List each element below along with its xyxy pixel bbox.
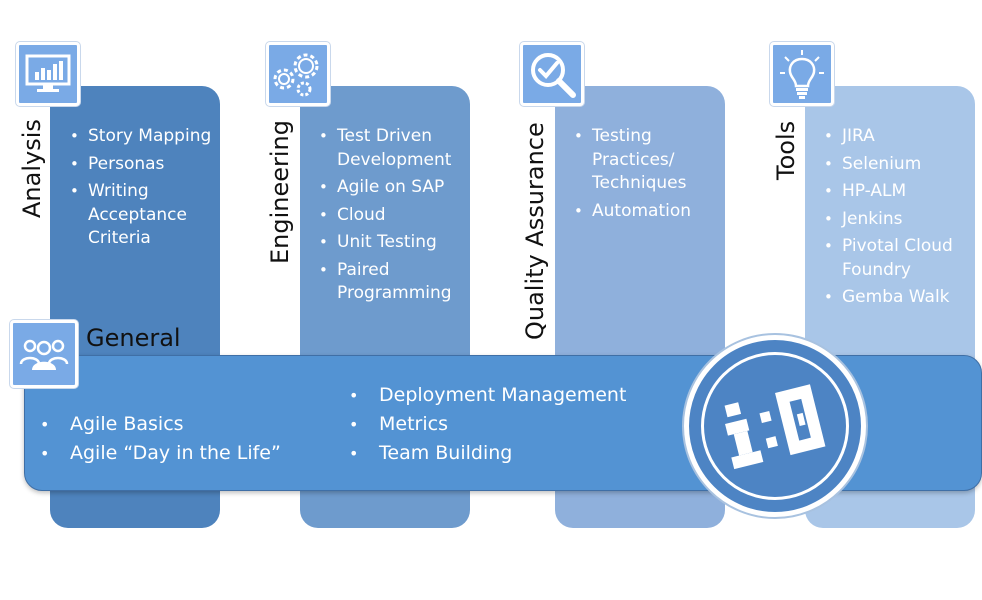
- list-item: Agile Basics: [40, 410, 281, 439]
- list-item: HP-ALM: [824, 180, 964, 204]
- list-item: Paired Programming: [319, 259, 479, 306]
- bar-chart-monitor-icon: [16, 42, 80, 106]
- list-item: Personas: [70, 153, 215, 177]
- list-item: Testing Practices/ Techniques: [574, 125, 714, 196]
- list-item: Deployment Management: [349, 381, 626, 410]
- people-group-icon: [10, 320, 78, 388]
- general-right-list: Deployment Management Metrics Team Build…: [349, 381, 626, 468]
- tools-list: JIRA Selenium HP-ALM Jenkins Pivotal Clo…: [824, 125, 964, 314]
- lightbulb-icon: [770, 42, 834, 106]
- general-title: General: [86, 324, 181, 352]
- magnifier-check-icon: [520, 42, 584, 106]
- quality-assurance-title: Quality Assurance: [521, 122, 549, 340]
- general-left-list: Agile Basics Agile “Day in the Life”: [40, 410, 281, 468]
- analysis-list: Story Mapping Personas Writing Acceptanc…: [70, 125, 215, 255]
- list-item: Metrics: [349, 410, 626, 439]
- list-item: Writing Acceptance Criteria: [70, 180, 215, 251]
- list-item: Test Driven Development: [319, 125, 479, 172]
- list-item: Team Building: [349, 439, 626, 468]
- list-item: JIRA: [824, 125, 964, 149]
- engineering-title: Engineering: [266, 120, 294, 264]
- list-item: Unit Testing: [319, 231, 479, 255]
- logo-glyphs: [724, 384, 826, 470]
- list-item: Jenkins: [824, 208, 964, 232]
- list-item: Cloud: [319, 204, 479, 228]
- list-item: Story Mapping: [70, 125, 215, 149]
- list-item: Agile on SAP: [319, 176, 479, 200]
- logo-ring: [701, 352, 849, 500]
- analysis-title: Analysis: [18, 119, 46, 218]
- list-item: Automation: [574, 200, 714, 224]
- quality-assurance-list: Testing Practices/ Techniques Automation: [574, 125, 714, 227]
- tools-title: Tools: [772, 120, 800, 180]
- list-item: Selenium: [824, 153, 964, 177]
- list-item: Agile “Day in the Life”: [40, 439, 281, 468]
- io-logo-icon: [684, 335, 866, 517]
- list-item: Gemba Walk: [824, 286, 964, 310]
- gears-icon: [266, 42, 330, 106]
- engineering-list: Test Driven Development Agile on SAP Clo…: [319, 125, 479, 310]
- list-item: Pivotal Cloud Foundry: [824, 235, 964, 282]
